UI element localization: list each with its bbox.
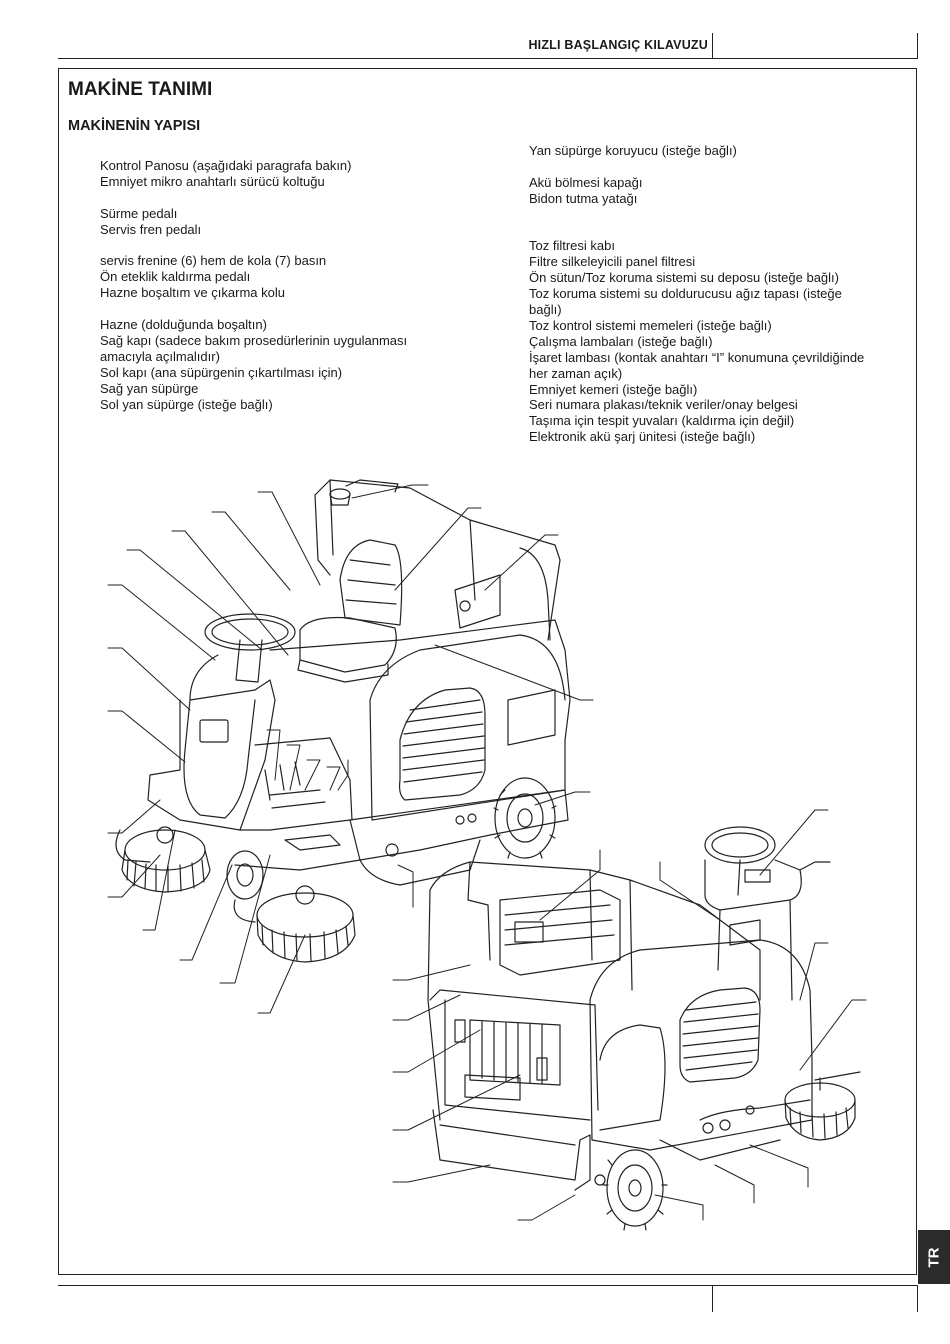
sweeper-rear-illustration [427, 826, 861, 1231]
list-item: Yan süpürge koruyucu (isteğe bağlı) [529, 143, 737, 158]
list-item: servis frenine (6) hem de kola (7) basın [100, 253, 327, 269]
list-item: Toz koruma sistemi su doldurucusu ağız t… [529, 286, 842, 302]
list-item: amacıyla açılmalıdır) [100, 348, 220, 364]
list-item: Sol kapı (ana süpürgenin çıkartılması iç… [100, 364, 343, 380]
list-item: İşaret lambası (kontak anahtarı “I” konu… [529, 349, 865, 365]
list-item: Servis fren pedalı [100, 221, 202, 237]
component-list-right: Yan süpürge koruyucu (isteğe bağlı) Akü b… [529, 143, 909, 445]
list-item: Toz filtresi kabı [529, 238, 615, 254]
list-item: Seri numara plakası/teknik veriler/onay … [529, 397, 798, 413]
header-divider [712, 33, 713, 58]
list-item: Emniyet kemeri (isteğe bağlı) [529, 381, 698, 397]
list-item: Sürme pedalı [100, 205, 178, 221]
language-tab-label: TR [925, 1247, 943, 1267]
section-subtitle: MAKİNENİN YAPISI [68, 118, 201, 134]
callout-leaders [107, 484, 867, 1221]
header-rule [58, 58, 918, 59]
list-item: bağlı) [529, 302, 562, 318]
language-tab: TR [918, 1230, 950, 1284]
list-item: Toz kontrol sistemi memeleri (isteğe bağ… [529, 317, 772, 333]
list-item: Hazne (dolduğunda boşaltın) [100, 317, 267, 333]
list-item: Akü bölmesi kapağı [529, 174, 643, 190]
content-frame [58, 68, 917, 1275]
list-item: Sağ yan süpürge [100, 380, 199, 396]
list-item: Taşıma için tespit yuvaları (kaldırma iç… [529, 413, 795, 429]
section-title: MAKİNE TANIMI [68, 79, 213, 100]
sweeper-front-illustration [115, 479, 571, 963]
list-item: Ön sütun/Toz koruma sistemi su deposu (i… [529, 270, 839, 286]
header-title: HIZLI BAŞLANGIÇ KILAVUZU [528, 38, 708, 52]
list-item: Sağ kapı (sadece bakım prosedürlerinin u… [100, 332, 408, 348]
list-item: Kontrol Panosu (aşağıdaki paragrafa bakı… [100, 158, 352, 173]
list-item: Ön eteklik kaldırma pedalı [100, 269, 251, 285]
list-item: Filtre silkeleyicili panel filtresi [529, 254, 696, 270]
list-item: Hazne boşaltım ve çıkarma kolu [100, 285, 285, 301]
header-divider [917, 33, 918, 58]
list-item: Sol yan süpürge (isteğe bağlı) [100, 396, 273, 412]
footer-rule [58, 1285, 918, 1286]
list-item: Çalışma lambaları (isteğe bağlı) [529, 333, 713, 349]
footer-divider [712, 1285, 713, 1312]
component-list-left: Kontrol Panosu (aşağıdaki paragrafa bakı… [100, 158, 460, 412]
list-item: Emniyet mikro anahtarlı sürücü koltuğu [100, 173, 325, 189]
list-item: her zaman açık) [529, 365, 623, 381]
footer-divider [917, 1285, 918, 1312]
list-item: Elektronik akü şarj ünitesi (isteğe bağl… [529, 429, 756, 445]
list-item: Bidon tutma yatağı [529, 190, 638, 206]
